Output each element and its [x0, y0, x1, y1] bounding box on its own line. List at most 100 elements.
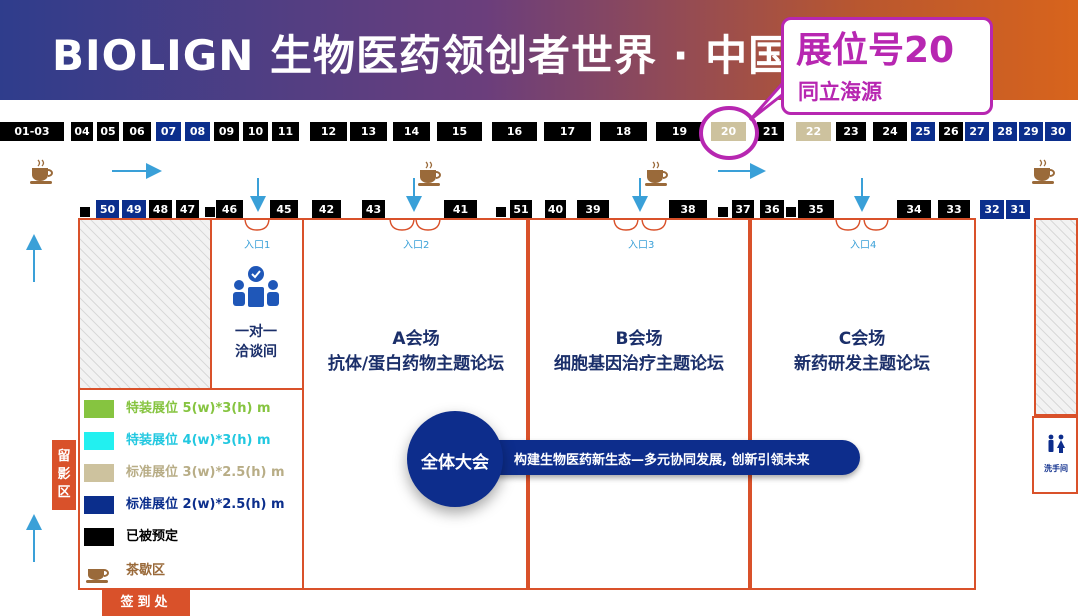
booth-05: 05	[97, 122, 119, 141]
hall-c-name: C会场	[838, 329, 886, 349]
booth-17: 17	[544, 122, 591, 141]
booth-25: 25	[911, 122, 935, 141]
legend-label: 茶歇区	[126, 563, 166, 578]
hall-a-name: A会场	[392, 329, 440, 349]
booth-15: 15	[437, 122, 482, 141]
photo-area-label: 留影区	[57, 449, 71, 500]
booth-22: 22	[796, 122, 831, 141]
hatched-area-right	[1034, 218, 1078, 416]
entrance-4-label: 入口4	[850, 240, 877, 251]
entrance-2-label: 入口2	[403, 240, 430, 251]
booth-16: 16	[492, 122, 537, 141]
hall-b	[526, 218, 752, 590]
booth-small-marker	[205, 207, 215, 217]
legend-swatch	[84, 432, 114, 450]
booth-36: 36	[760, 200, 784, 219]
restroom	[1032, 416, 1078, 494]
legend-swatch	[84, 496, 114, 514]
plenary-theme-bar	[482, 440, 860, 475]
booth-37: 37	[732, 200, 754, 219]
booth-46: 46	[216, 200, 243, 219]
callout-booth-number: 展位号20	[796, 30, 955, 71]
booth-49: 49	[122, 200, 146, 219]
booth-19: 19	[656, 122, 703, 141]
booth-10: 10	[243, 122, 268, 141]
booth-32: 32	[980, 200, 1004, 219]
booth-20-highlight	[699, 106, 759, 160]
plenary-circle	[407, 411, 503, 507]
hall-c-topic: 新药研发主题论坛	[794, 354, 930, 374]
tea-cup-icon	[28, 158, 56, 190]
booth-40: 40	[545, 200, 566, 219]
legend-label: 标准展位 2(w)*2.5(h) m	[126, 497, 285, 512]
booth-33: 33	[938, 200, 970, 219]
booth-43: 43	[362, 200, 385, 219]
booth-small-marker	[80, 207, 90, 217]
booth-48: 48	[149, 200, 172, 219]
booth-47: 47	[176, 200, 199, 219]
booth-12: 12	[310, 122, 347, 141]
booth-06: 06	[123, 122, 151, 141]
page-title: BIOLIGN 生物医药领创者世界 · 中国	[52, 31, 792, 80]
booth-41: 41	[444, 200, 477, 219]
hall-b-name: B会场	[615, 329, 663, 349]
restroom-label: 洗手间	[1044, 464, 1068, 473]
booth-14: 14	[393, 122, 430, 141]
booth-28: 28	[993, 122, 1017, 141]
hatched-area-left	[78, 218, 212, 390]
booth-07: 07	[156, 122, 181, 141]
booth-39: 39	[577, 200, 609, 219]
legend-label: 特装展位 5(w)*3(h) m	[126, 401, 271, 416]
meeting-room-label: 一对一 洽谈间	[235, 324, 277, 360]
booth-35: 35	[798, 200, 834, 219]
booth-24: 24	[873, 122, 907, 141]
booth-20: 20	[711, 122, 746, 141]
booth-38: 38	[669, 200, 707, 219]
entrance-1-label: 入口1	[244, 240, 271, 251]
callout-company: 同立海源	[798, 80, 882, 104]
restroom-icon	[1048, 434, 1065, 453]
booth-51: 51	[510, 200, 532, 219]
tea-cup-icon	[643, 160, 671, 192]
legend-swatch	[84, 464, 114, 482]
booth-50: 50	[96, 200, 119, 219]
booth-01-03: 01-03	[0, 122, 64, 141]
booth-30: 30	[1045, 122, 1071, 141]
meeting-people-icon	[233, 266, 279, 307]
booth-09: 09	[214, 122, 239, 141]
signin-desk: 签到处	[102, 590, 190, 616]
legend-label: 已被预定	[126, 529, 179, 544]
booth-callout	[781, 17, 993, 115]
booth-04: 04	[71, 122, 93, 141]
legend-label: 特装展位 4(w)*3(h) m	[126, 433, 271, 448]
tea-cup-icon	[416, 160, 444, 192]
booth-small-marker	[718, 207, 728, 217]
booth-13: 13	[350, 122, 387, 141]
booth-45: 45	[270, 200, 298, 219]
hall-b-topic: 细胞基因治疗主题论坛	[554, 354, 724, 374]
plenary-theme: 构建生物医药新生态—多元协同发展, 创新引领未来	[514, 453, 810, 468]
hall-a-topic: 抗体/蛋白药物主题论坛	[327, 354, 505, 374]
booth-small-marker	[496, 207, 506, 217]
legend-swatch	[84, 400, 114, 418]
booth-small-marker	[786, 207, 796, 217]
booth-27: 27	[965, 122, 989, 141]
signin-label: 签到处	[120, 595, 172, 610]
plenary-title: 全体大会	[421, 453, 489, 473]
legend-swatch	[84, 528, 114, 546]
booth-21: 21	[757, 122, 784, 141]
hall-c	[748, 218, 976, 590]
booth-23: 23	[836, 122, 866, 141]
entrance-3-label: 入口3	[628, 240, 655, 251]
booth-08: 08	[185, 122, 210, 141]
booth-31: 31	[1006, 200, 1030, 219]
booth-42: 42	[312, 200, 341, 219]
tea-cup-icon	[84, 562, 114, 583]
booth-34: 34	[897, 200, 931, 219]
legend-label: 标准展位 3(w)*2.5(h) m	[126, 465, 285, 480]
booth-18: 18	[600, 122, 647, 141]
booth-11: 11	[272, 122, 299, 141]
tea-cup-icon	[1030, 158, 1058, 190]
